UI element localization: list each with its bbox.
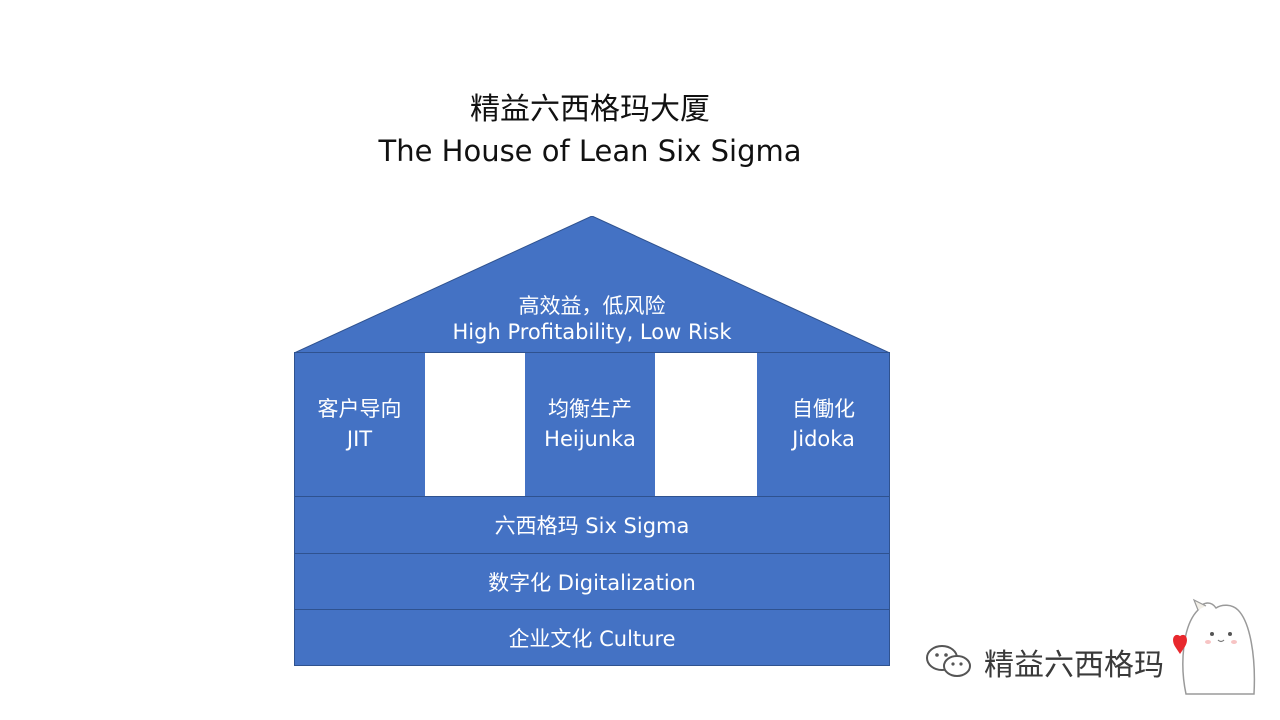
pillar-gap bbox=[655, 352, 757, 496]
pillar-label-chinese: 客户导向 bbox=[317, 397, 402, 421]
title-english: The House of Lean Six Sigma bbox=[378, 134, 802, 168]
pillar-label-english: JIT bbox=[346, 427, 373, 451]
pillar-label-chinese: 均衡生产 bbox=[548, 397, 632, 421]
pillar-label-english: Heijunka bbox=[544, 427, 636, 451]
watermark: 精益六西格玛 bbox=[924, 640, 1164, 684]
pillar-label-english: Jidoka bbox=[792, 427, 855, 451]
pillar-label-chinese: 自働化 bbox=[792, 397, 855, 421]
pillar-jidoka: 自働化 Jidoka bbox=[757, 352, 890, 496]
roof-label-chinese: 高效益，低风险 bbox=[518, 294, 666, 318]
pillar-jit: 客户导向 JIT bbox=[294, 352, 425, 496]
pillar-gap bbox=[425, 352, 525, 496]
foundation-culture: 企业文化 Culture bbox=[294, 609, 890, 666]
foundation-six-sigma: 六西格玛 Six Sigma bbox=[294, 496, 890, 553]
roof-label-english: High Profitability, Low Risk bbox=[452, 320, 732, 344]
watermark-text: 精益六西格玛 bbox=[984, 648, 1164, 683]
foundation-digitalization: 数字化 Digitalization bbox=[294, 553, 890, 609]
cat-mascot-icon bbox=[1173, 598, 1256, 695]
wechat-icon bbox=[926, 645, 971, 677]
title-chinese: 精益六西格玛大厦 bbox=[470, 92, 710, 127]
pillar-heijunka: 均衡生产 Heijunka bbox=[525, 352, 655, 496]
